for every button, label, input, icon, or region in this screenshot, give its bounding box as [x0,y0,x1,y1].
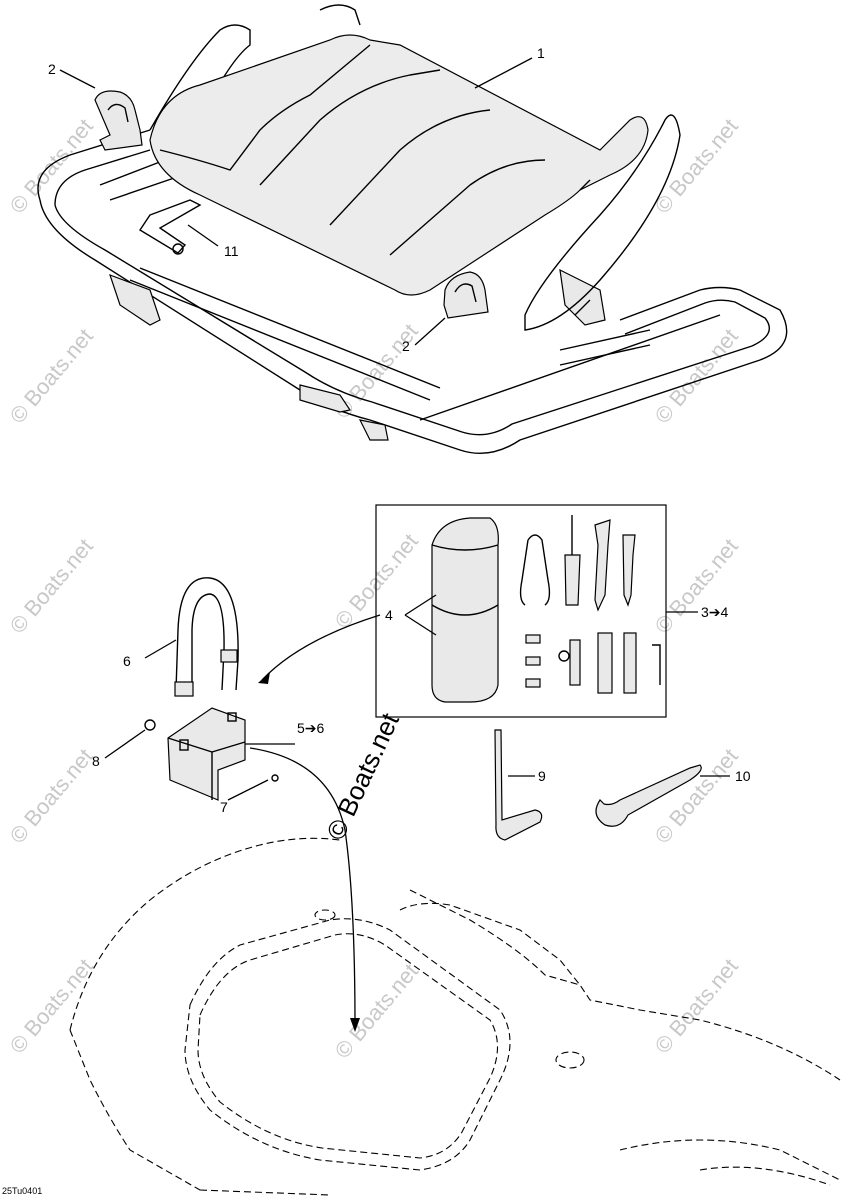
watermark: © Boats.net [650,114,743,218]
callout-3-to-4: 3➔4 [701,604,729,620]
watermark: © Boats.net [5,744,98,848]
callout-labels: 1 2 11 2 4 3➔4 6 5➔6 8 7 9 10 [48,45,751,815]
rack-cushion [149,34,649,296]
strap [174,577,239,697]
rack-handle-left [94,90,143,151]
callout-9: 9 [538,768,546,784]
watermark: © Boats.net [5,114,98,218]
toolkit-bracket [144,707,279,801]
callout-2-right: 2 [402,338,410,354]
rear-rack [37,4,788,455]
callout-4: 4 [385,607,393,623]
watermark: © Boats.net [5,324,98,428]
callout-7: 7 [220,799,228,815]
hook-wrench [595,764,702,827]
toolkit-box [375,504,667,718]
watermark: © Boats.net [5,954,98,1058]
leader-lines [59,57,730,1032]
callout-11: 11 [224,243,239,259]
callout-1: 1 [537,45,545,61]
watermark: © Boats.net [650,324,743,428]
watermark: © Boats.net [650,744,743,848]
watermark: © Boats.net [650,954,743,1058]
callout-6: 6 [123,653,131,669]
watermark: © Boats.net [330,959,423,1063]
tool-lever [494,729,543,841]
drawing-code: 25Tu0401 [2,1186,42,1196]
rack-handle-right [443,271,489,319]
callout-8: 8 [92,753,100,769]
callout-2-left: 2 [48,61,56,77]
watermark-main: © Boats.net [320,708,405,845]
callout-5-to-6: 5➔6 [297,720,325,736]
callout-10: 10 [735,768,751,784]
rear-body-storage [69,837,841,1196]
watermark: © Boats.net [650,534,743,638]
watermark: © Boats.net [5,534,98,638]
